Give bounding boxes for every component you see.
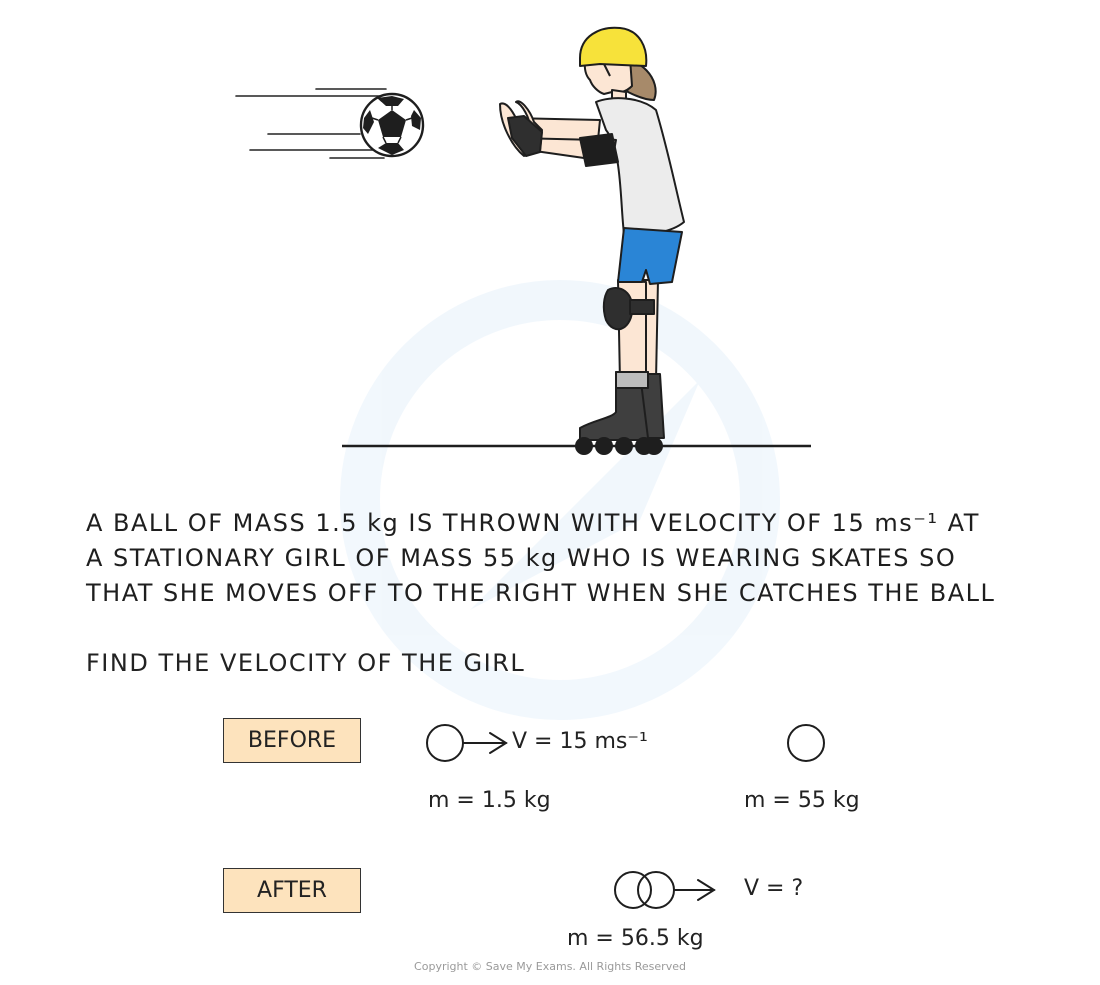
arrow-right-icon-after: [673, 879, 716, 901]
motion-lines: [235, 88, 387, 159]
after-label: AFTER: [223, 868, 361, 913]
combined-mass-text: m = 56.5 kg: [567, 926, 704, 951]
combined-circles-icon: [614, 871, 675, 909]
problem-line-3: THAT SHE MOVES OFF TO THE RIGHT WHEN SHE…: [86, 579, 996, 607]
arrow-right-icon: [462, 732, 508, 754]
ball-circle-icon: [426, 724, 464, 762]
soccer-ball-icon: [359, 92, 425, 158]
girl-circle-icon: [787, 724, 825, 762]
problem-line-2: A STATIONARY GIRL OF MASS 55 kg WHO IS W…: [86, 544, 957, 572]
ball-velocity-text: V = 15 ms⁻¹: [512, 729, 648, 754]
ball-mass-text: m = 1.5 kg: [428, 788, 551, 813]
question-text: FIND THE VELOCITY OF THE GIRL: [86, 649, 526, 677]
after-velocity-text: V = ?: [744, 876, 804, 901]
copyright-text: Copyright © Save My Exams. All Rights Re…: [414, 960, 686, 973]
problem-statement: A BALL OF MASS 1.5 kg IS THROWN WITH VEL…: [86, 506, 1086, 611]
girl-mass-text: m = 55 kg: [744, 788, 860, 813]
before-label: BEFORE: [223, 718, 361, 763]
problem-line-1: A BALL OF MASS 1.5 kg IS THROWN WITH VEL…: [86, 509, 980, 537]
watermark: [340, 280, 780, 720]
girl-on-skates: [499, 26, 685, 455]
